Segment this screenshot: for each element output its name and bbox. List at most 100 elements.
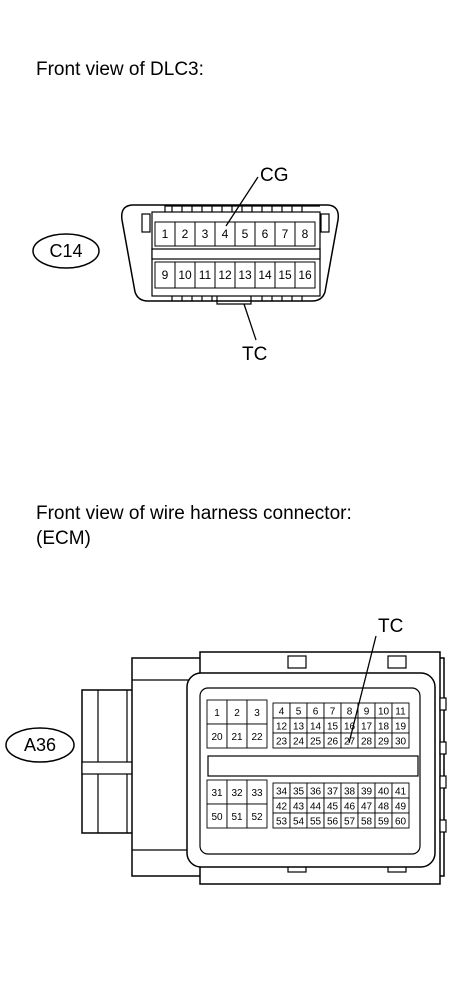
cg-callout-line	[225, 176, 259, 227]
pin-number: 16	[298, 268, 312, 282]
pin-number: 16	[344, 722, 356, 733]
pin-cell	[391, 812, 410, 829]
a36-connector-badge	[5, 727, 75, 763]
pin-number: 10	[178, 268, 192, 282]
pin-number: 2	[234, 708, 240, 719]
pin-number: 11	[199, 268, 212, 282]
pin-number: 55	[310, 817, 322, 828]
c14-connector-badge	[32, 233, 100, 269]
pin-number: 24	[293, 737, 305, 748]
pin-number: 15	[278, 268, 292, 282]
pin-number: 39	[361, 787, 373, 798]
tc-callout-label-dlc3: TC	[242, 344, 267, 365]
pin-number: 13	[293, 722, 305, 733]
pin-number: 6	[313, 707, 319, 718]
pin-number: 14	[258, 268, 272, 282]
pin-number: 8	[347, 707, 353, 718]
pin-number: 56	[327, 817, 339, 828]
pin-number: 9	[162, 268, 169, 282]
pin-number: 21	[231, 732, 243, 743]
cg-callout-label: CG	[260, 165, 289, 186]
pin-number: 38	[344, 787, 356, 798]
pin-number: 3	[254, 708, 260, 719]
pin-number: 7	[330, 707, 336, 718]
pin-number: 1	[214, 708, 220, 719]
pin-number: 34	[276, 787, 288, 798]
ecm-pin-grid	[206, 699, 410, 829]
pin-number: 26	[327, 737, 339, 748]
dlc3-caption: Front view of DLC3:	[36, 59, 204, 80]
pin-number: 41	[395, 787, 407, 798]
pin-cell	[246, 723, 268, 749]
pin-number: 5	[296, 707, 302, 718]
pin-number: 14	[310, 722, 322, 733]
pin-number: 50	[211, 812, 223, 823]
pin-number: 17	[361, 722, 373, 733]
pin-number: 31	[211, 788, 223, 799]
pin-number: 54	[293, 817, 305, 828]
pin-number: 15	[327, 722, 339, 733]
pin-number: 28	[361, 737, 373, 748]
pin-number: 53	[276, 817, 288, 828]
pin-number: 35	[293, 787, 305, 798]
pin-number: 44	[310, 802, 322, 813]
dlc3-bottom-pin-row: 9 10 11 12 13 14 15 16	[162, 268, 312, 282]
pin-number: 52	[251, 812, 263, 823]
pin-number: 57	[344, 817, 356, 828]
pin-number: 46	[344, 802, 356, 813]
pin-number: 58	[361, 817, 373, 828]
pin-number: 60	[395, 817, 407, 828]
tc-callout-line-dlc3	[243, 303, 257, 341]
ecm-connector	[81, 651, 447, 885]
dlc3-connector	[120, 204, 340, 305]
pin-number: 12	[218, 268, 232, 282]
pin-number: 33	[251, 788, 263, 799]
pin-number: 51	[231, 812, 243, 823]
pin-number: 5	[242, 227, 249, 241]
pin-number: 47	[361, 802, 373, 813]
pin-number: 30	[395, 737, 407, 748]
pin-cell	[294, 261, 316, 289]
ecm-caption-line1: Front view of wire harness connector:	[36, 503, 352, 524]
pin-cell	[246, 803, 268, 829]
pin-number: 19	[395, 722, 407, 733]
pin-number: 7	[282, 227, 289, 241]
pin-number: 43	[293, 802, 305, 813]
pin-number: 32	[231, 788, 243, 799]
ecm-caption-line2: (ECM)	[36, 528, 91, 549]
pin-number: 6	[262, 227, 269, 241]
pin-number: 37	[327, 787, 339, 798]
pin-cell	[294, 221, 316, 247]
pin-number: 49	[395, 802, 407, 813]
pin-number: 4	[222, 227, 229, 241]
pin-number: 22	[251, 732, 263, 743]
pin-number: 36	[310, 787, 322, 798]
pin-number: 8	[302, 227, 309, 241]
pin-number: 11	[395, 707, 406, 718]
pin-number: 59	[378, 817, 390, 828]
pin-number: 45	[327, 802, 339, 813]
pin-number: 25	[310, 737, 322, 748]
pin-number: 2	[182, 227, 189, 241]
pin-number: 3	[202, 227, 209, 241]
pin-number: 48	[378, 802, 390, 813]
pin-number: 42	[276, 802, 288, 813]
c14-connector-id: C14	[49, 241, 82, 261]
pin-number: 23	[276, 737, 288, 748]
pin-number: 40	[378, 787, 390, 798]
pin-number: 29	[378, 737, 390, 748]
pin-number: 10	[378, 707, 390, 718]
pin-number: 20	[211, 732, 223, 743]
pin-number: 1	[162, 227, 169, 241]
pin-number: 4	[279, 707, 285, 718]
tc-callout-label-ecm: TC	[378, 616, 403, 637]
pin-number: 9	[364, 707, 370, 718]
pin-number: 12	[276, 722, 288, 733]
pin-cell	[391, 732, 410, 749]
a36-connector-id: A36	[24, 735, 56, 755]
pin-number: 13	[238, 268, 252, 282]
tc-callout-line-ecm	[348, 635, 377, 744]
